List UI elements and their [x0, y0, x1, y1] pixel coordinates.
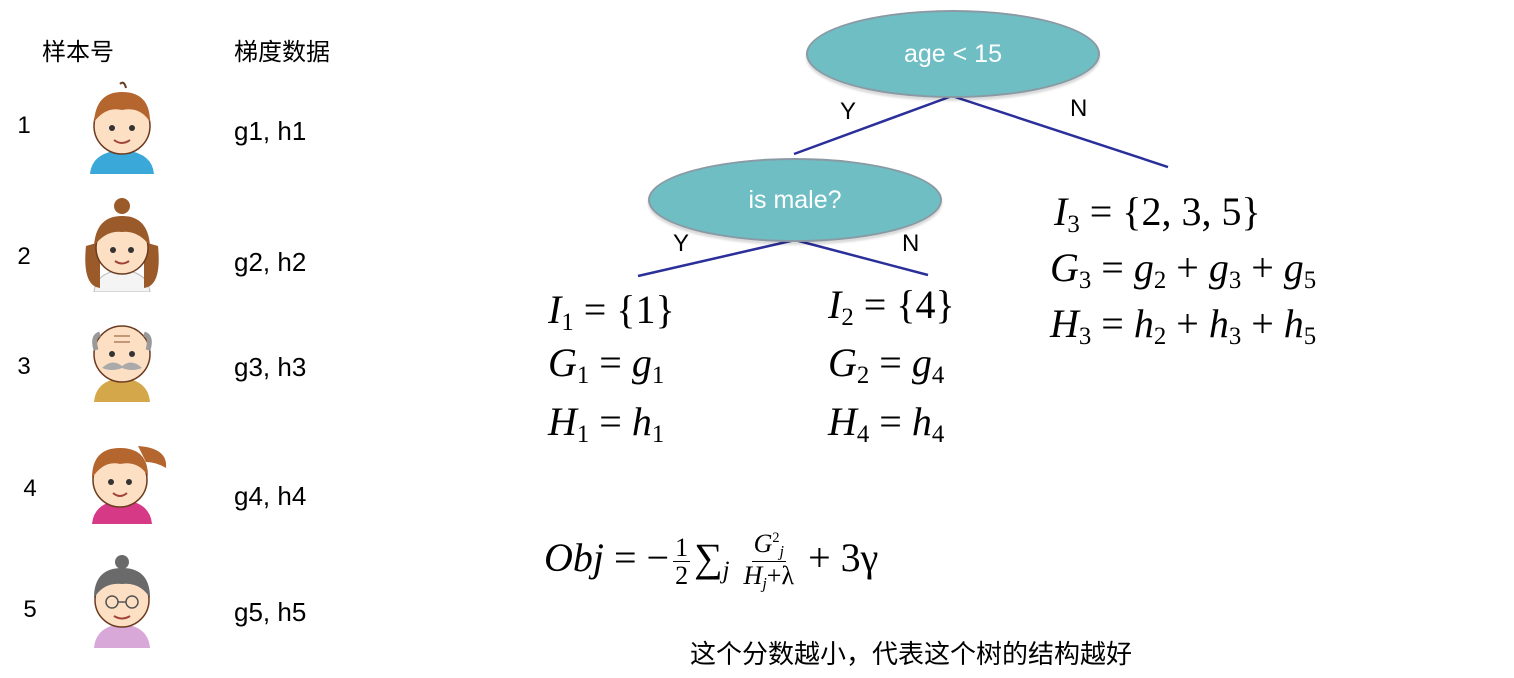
root-node-label: age < 15 [903, 39, 1002, 68]
leaf2-I: I2 = {4} [828, 282, 955, 331]
gradient-2: g2, h2 [234, 247, 307, 277]
edge-root-no [951, 94, 1169, 169]
leaf1-I: I1 = {1} [548, 287, 675, 336]
gradient-5: g5, h5 [234, 597, 307, 627]
edge-label-root-no: N [1070, 95, 1088, 122]
tree-root-node: age < 15 [806, 10, 1100, 98]
edge-child-yes [637, 238, 796, 278]
sample-id-4: 4 [23, 475, 37, 502]
edge-label-child-no: N [902, 230, 920, 257]
leaf2-H: H4 = h4 [828, 399, 945, 448]
gradient-4: g4, h4 [234, 481, 307, 511]
edge-label-root-yes: Y [840, 98, 857, 125]
gradient-1: g1, h1 [234, 116, 307, 146]
leaf2-G: G2 = g4 [828, 340, 945, 389]
sample-id-3: 3 [17, 353, 31, 380]
caption: 这个分数越小，代表这个树的结构越好 [690, 640, 1133, 670]
header-gradient: 梯度数据 [234, 38, 330, 66]
sample-id-1: 1 [17, 112, 31, 139]
header-sample-id: 样本号 [42, 38, 114, 66]
leaf1-H: H1 = h1 [548, 399, 665, 448]
child-node-label: is male? [748, 185, 842, 214]
edge-child-no [794, 238, 929, 277]
leaf3-I: I3 = {2, 3, 5} [1054, 189, 1261, 238]
leaf3-G: G3 = g2 + g3 + g5 [1050, 245, 1317, 294]
sample-id-2: 2 [17, 243, 31, 270]
leaf1-G: G1 = g1 [548, 340, 665, 389]
tree-child-node: is male? [648, 158, 942, 242]
boy-icon [76, 78, 168, 174]
leaf3-H: H3 = h2 + h3 + h5 [1050, 301, 1317, 350]
girl-icon [76, 428, 168, 524]
edge-root-yes [793, 94, 953, 156]
edge-label-child-yes: Y [673, 230, 690, 257]
grandfather-icon [76, 306, 168, 402]
grandmother-icon [76, 552, 168, 648]
mother-icon [76, 196, 168, 292]
sample-id-5: 5 [23, 596, 37, 623]
gradient-3: g3, h3 [234, 352, 307, 382]
